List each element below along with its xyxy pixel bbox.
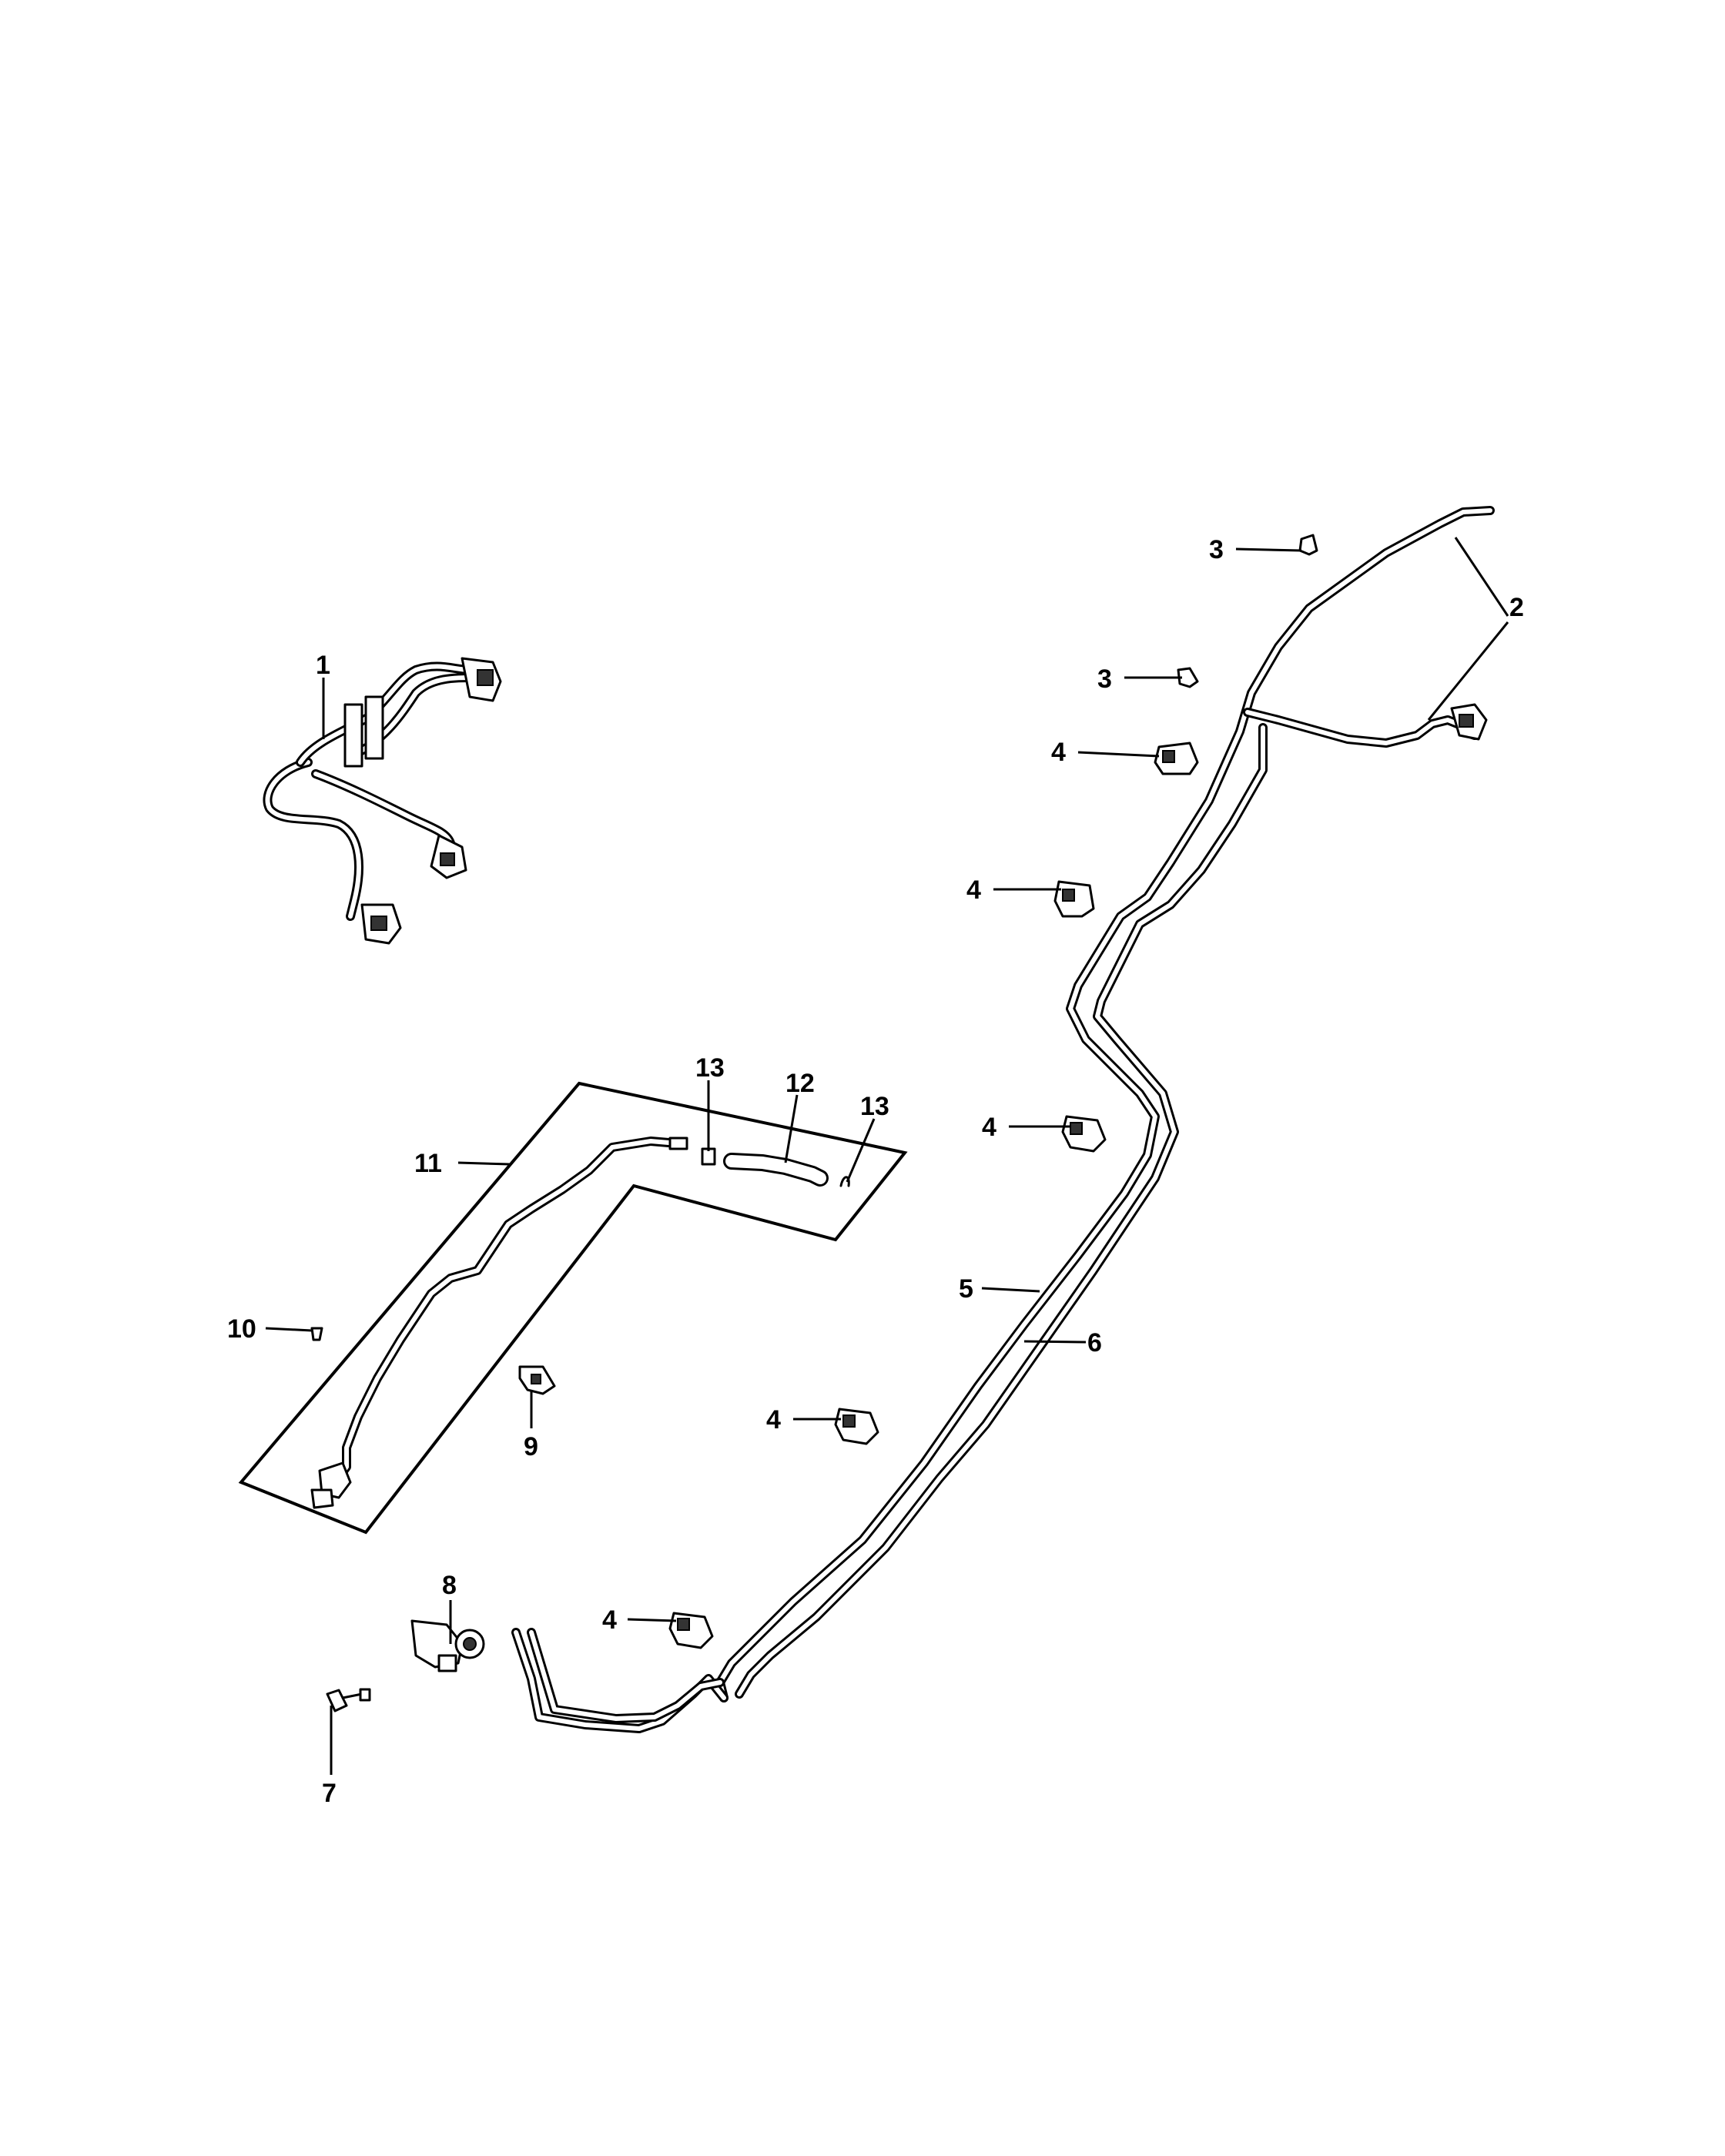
callout-9: 9 xyxy=(524,1432,538,1461)
part-5-6-lines xyxy=(511,506,1495,1733)
callout-5: 5 xyxy=(959,1274,973,1304)
callout-3-upper: 3 xyxy=(1209,535,1224,564)
callout-8: 8 xyxy=(442,1571,457,1600)
part-7-bolt xyxy=(326,1688,371,1712)
part-4-clip-5 xyxy=(668,1612,714,1649)
part-4-clip-2 xyxy=(1053,880,1095,918)
part-4-clip-3 xyxy=(1061,1115,1107,1153)
part-13-clamp-b xyxy=(839,1176,850,1187)
part-3-clip-lower xyxy=(1177,667,1199,688)
callout-4-d: 4 xyxy=(766,1405,781,1435)
part-12-hose xyxy=(723,1153,829,1187)
part-9-clip xyxy=(518,1365,556,1395)
callout-4-e: 4 xyxy=(602,1605,617,1635)
callout-13-a: 13 xyxy=(695,1053,725,1083)
callout-13-b: 13 xyxy=(860,1092,889,1121)
part-8-bracket xyxy=(410,1619,485,1672)
leader-lines xyxy=(265,537,1509,1775)
callout-7: 7 xyxy=(322,1779,337,1808)
callout-4-a: 4 xyxy=(1051,738,1066,767)
callout-3-lower: 3 xyxy=(1097,665,1112,694)
callout-6: 6 xyxy=(1087,1328,1102,1358)
callout-12: 12 xyxy=(785,1069,815,1098)
callout-4-b: 4 xyxy=(966,875,981,905)
callout-4-c: 4 xyxy=(982,1113,996,1142)
part-11-kit-box xyxy=(238,1081,908,1535)
part-10-clip xyxy=(310,1327,323,1341)
callout-10: 10 xyxy=(227,1314,256,1344)
part-4-clip-1 xyxy=(1154,742,1199,775)
callout-11: 11 xyxy=(414,1149,442,1178)
part-4-clip-4 xyxy=(834,1408,879,1445)
callout-1: 1 xyxy=(316,651,330,680)
part-1-hose-assembly xyxy=(263,657,502,945)
callout-2: 2 xyxy=(1509,593,1524,622)
part-3-clip-upper xyxy=(1298,534,1318,556)
